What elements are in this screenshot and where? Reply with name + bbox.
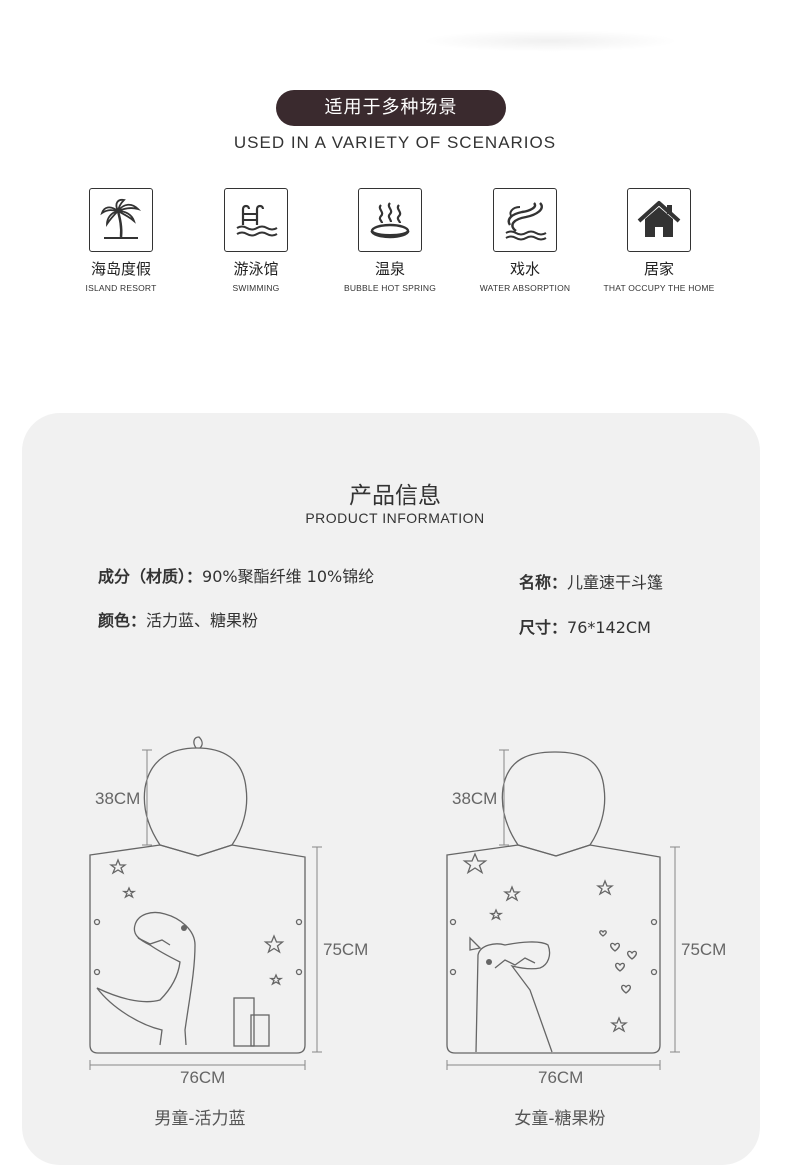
scenario-label-cn: 游泳馆 xyxy=(233,260,279,278)
spec-name-label: 名称： xyxy=(519,573,568,592)
section-title-pill: 适用于多种场景 xyxy=(276,90,506,126)
scenario-label-cn: 戏水 xyxy=(509,260,540,278)
scenario-swimming: 游泳馆 SWIMMING xyxy=(196,188,316,293)
spec-color: 颜色：活力蓝、糖果粉 xyxy=(98,607,258,631)
spec-size-label: 尺寸： xyxy=(519,618,568,637)
hot-spring-icon xyxy=(358,188,422,252)
spec-color-label: 颜色： xyxy=(98,611,147,630)
scenario-water-play: 戏水 WATER ABSORPTION xyxy=(465,188,585,293)
product-info-subtitle: PRODUCT INFORMATION xyxy=(305,510,485,526)
spec-color-value: 活力蓝、糖果粉 xyxy=(146,611,259,630)
boy-body-dimension: 75CM xyxy=(323,940,369,959)
scenario-label-cn: 温泉 xyxy=(374,260,405,278)
scenario-island-resort: 海岛度假 ISLAND RESORT xyxy=(61,188,181,293)
girl-body-dimension: 75CM xyxy=(681,940,727,959)
scenario-label-en: WATER ABSORPTION xyxy=(479,283,571,293)
spec-size-value: 76*142CM xyxy=(567,618,651,637)
boy-width-dimension: 76CM xyxy=(180,1068,226,1087)
boy-caption: 男童-活力蓝 xyxy=(154,1109,246,1129)
water-slide-icon xyxy=(493,188,557,252)
scenario-label-cn: 海岛度假 xyxy=(90,260,151,278)
home-icon xyxy=(627,188,691,252)
spec-material-label: 成分（材质）： xyxy=(98,567,203,586)
scenario-hot-spring: 温泉 BUBBLE HOT SPRING xyxy=(330,188,450,293)
girl-hood-dimension: 38CM xyxy=(452,789,498,808)
scenario-label-en: BUBBLE HOT SPRING xyxy=(343,283,437,293)
scenario-label-en: THAT OCCUPY THE HOME xyxy=(603,283,715,293)
scenario-label-en: ISLAND RESORT xyxy=(85,283,157,293)
palm-tree-icon xyxy=(89,188,153,252)
scenario-home: 居家 THAT OCCUPY THE HOME xyxy=(599,188,719,293)
section-subtitle: USED IN A VARIETY OF SCENARIOS xyxy=(233,133,557,152)
spec-material-value: 90%聚酯纤维 10%锦纶 xyxy=(202,567,375,586)
boy-hood-dimension: 38CM xyxy=(95,789,141,808)
product-info-title: 产品信息 xyxy=(349,483,441,509)
pool-ladder-icon xyxy=(224,188,288,252)
scenario-label-cn: 居家 xyxy=(643,260,674,278)
girl-caption: 女童-糖果粉 xyxy=(514,1109,606,1129)
spec-name-value: 儿童速干斗篷 xyxy=(567,573,664,592)
decorative-shadow xyxy=(420,30,680,52)
spec-material: 成分（材质）：90%聚酯纤维 10%锦纶 xyxy=(98,563,374,587)
girl-width-dimension: 76CM xyxy=(538,1068,584,1087)
spec-name: 名称：儿童速干斗篷 xyxy=(519,569,663,593)
spec-size: 尺寸：76*142CM xyxy=(519,614,651,638)
scenario-label-en: SWIMMING xyxy=(232,283,280,293)
